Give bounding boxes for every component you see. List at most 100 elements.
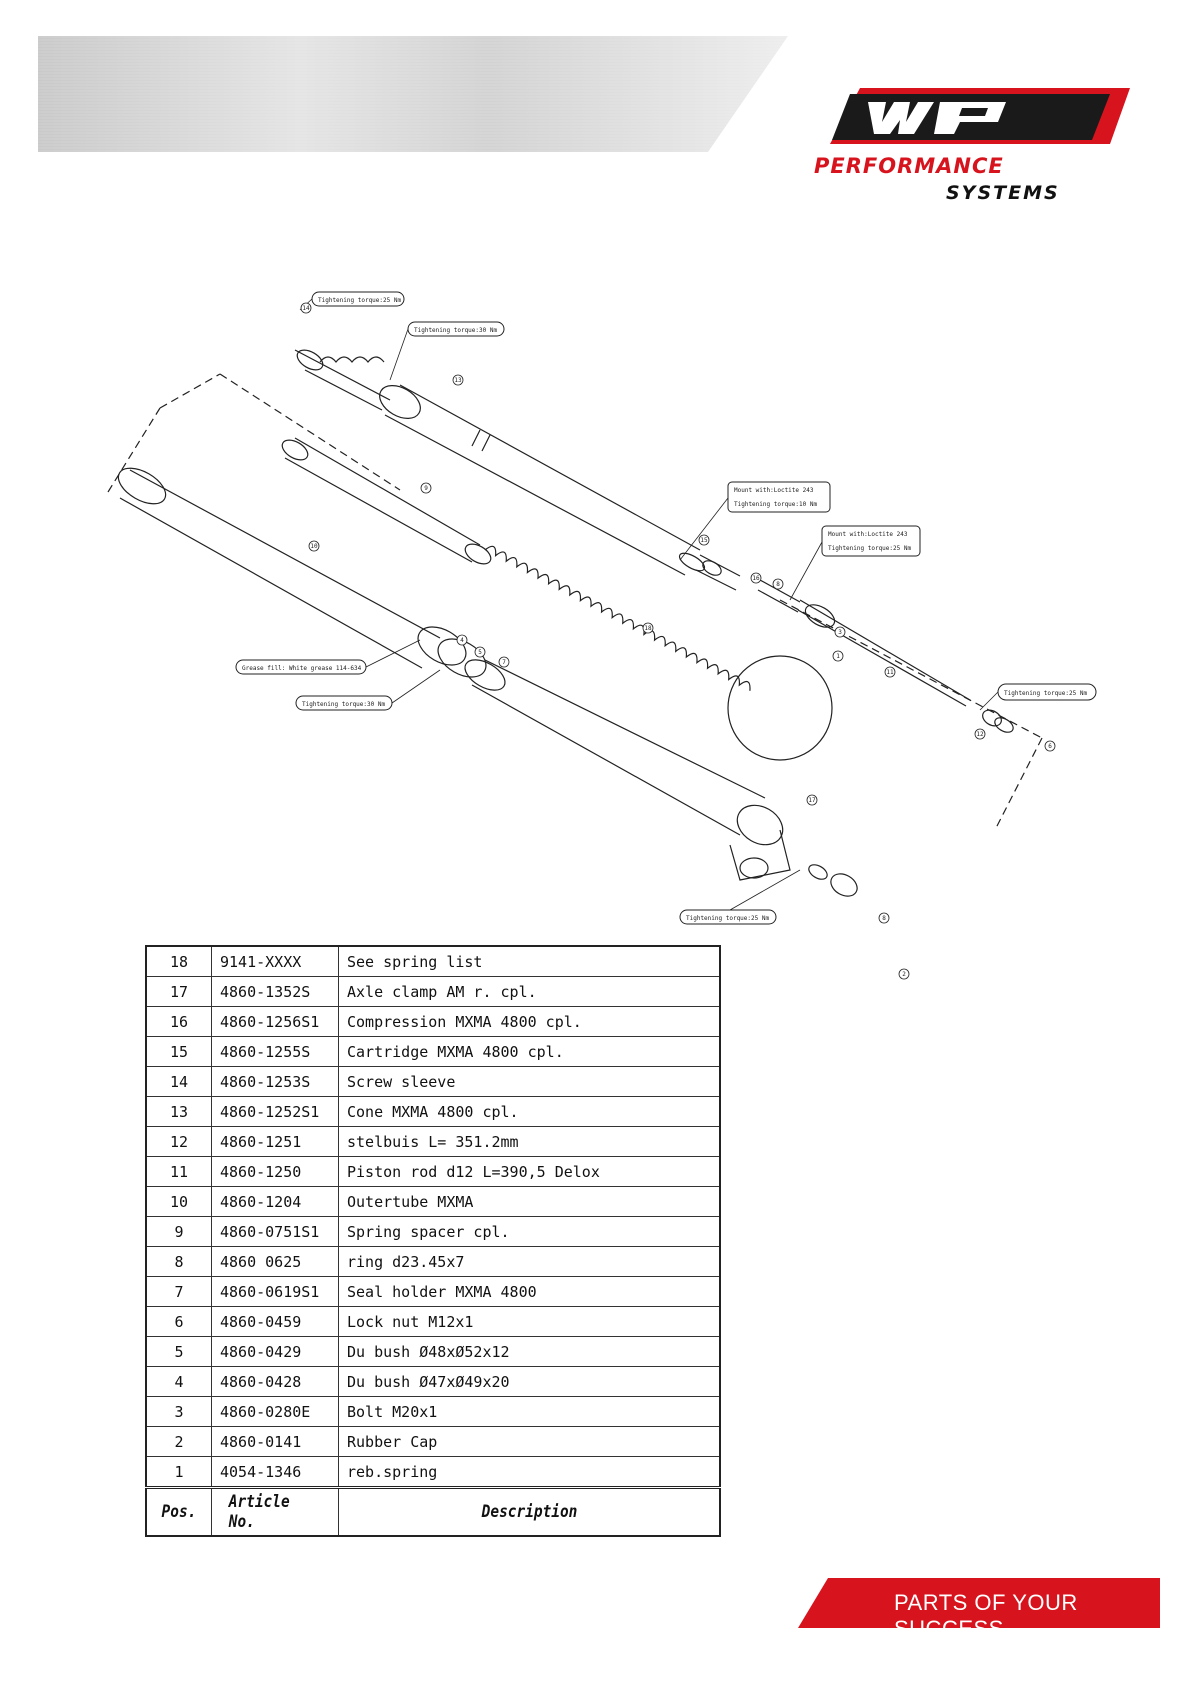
callout-lock: Tightening torque:25 Nm [1004, 690, 1087, 697]
part-top-cap [294, 349, 391, 411]
row-description: Du bush Ø48xØ52x12 [338, 1336, 721, 1367]
pos-label: 18 [644, 625, 652, 632]
row-pos: 10 [145, 1186, 212, 1217]
assembly-dashed-line [779, 599, 1043, 739]
row-description: Cartridge MXMA 4800 cpl. [338, 1036, 721, 1067]
pos-label: 14 [302, 305, 310, 312]
pos-label: 16 [752, 575, 760, 582]
footer-tagline-banner: PARTS OF YOUR SUCCESS [798, 1578, 1160, 1641]
pos-label: 9 [424, 485, 428, 492]
brand-systems: SYSTEMS [946, 182, 1060, 204]
row-pos: 9 [145, 1216, 212, 1247]
pos-label: 5 [478, 649, 482, 656]
row-pos: 13 [145, 1096, 212, 1127]
row-article: 4054-1346 [211, 1456, 339, 1488]
row-pos: 17 [145, 976, 212, 1007]
row-article: 4860-0280E [211, 1396, 339, 1427]
pos-label: 2 [902, 971, 906, 978]
part-lock-nut [994, 717, 1014, 733]
part-main-spring [484, 545, 833, 761]
row-description: Spring spacer cpl. [338, 1216, 721, 1247]
row-pos: 5 [145, 1336, 212, 1367]
part-outer-tube [117, 467, 441, 669]
callout-screw: Tightening torque:30 Nm [414, 327, 497, 334]
pos-label: 4 [460, 637, 464, 644]
row-article: 4860-0619S1 [211, 1276, 339, 1307]
part-seal-holder [417, 626, 487, 678]
row-pos: 14 [145, 1066, 212, 1097]
row-article: 4860-1253S [211, 1066, 339, 1097]
part-inner-tube [464, 659, 766, 836]
row-description: Cone MXMA 4800 cpl. [338, 1096, 721, 1127]
pos-label: 8 [882, 915, 886, 922]
callout-thread-a-torque: Tightening torque:10 Nm [734, 501, 817, 508]
row-article: 4860-0428 [211, 1366, 339, 1397]
pos-label: 1 [836, 653, 840, 660]
row-article: 4860-1251 [211, 1126, 339, 1157]
row-article: 4860-1250 [211, 1156, 339, 1187]
row-description: Compression MXMA 4800 cpl. [338, 1006, 721, 1037]
row-description: Axle clamp AM r. cpl. [338, 976, 721, 1007]
row-pos: 7 [145, 1276, 212, 1307]
table-header-row: Pos.Article No.Description [146, 1486, 720, 1537]
pos-label: 11 [886, 669, 894, 676]
row-article: 4860-1255S [211, 1036, 339, 1067]
row-description: Outertube MXMA [338, 1186, 721, 1217]
assembly-dashed-line [219, 373, 401, 491]
row-article: 4860-1352S [211, 976, 339, 1007]
row-article: 4860 0625 [211, 1246, 339, 1277]
row-description: reb.spring [338, 1456, 721, 1488]
brand-performance: PERFORMANCE [814, 154, 1004, 178]
row-pos: 15 [145, 1036, 212, 1067]
pos-label: 15 [700, 537, 708, 544]
callout-grease: Grease fill: White grease 114-634 [242, 665, 362, 672]
row-description: stelbuis L= 351.2mm [338, 1126, 721, 1157]
row-article: 4860-0751S1 [211, 1216, 339, 1247]
callout-seal: Tightening torque:30 Nm [302, 701, 385, 708]
row-article: 4860-1252S1 [211, 1096, 339, 1127]
part-spring-spacer [281, 437, 492, 565]
row-pos: 18 [145, 945, 212, 977]
row-description: Rubber Cap [338, 1426, 721, 1457]
callout-thread-b: Mount with:Loctite 243 [828, 531, 908, 538]
assembly-dashed-line [159, 373, 221, 409]
row-description: Seal holder MXMA 4800 [338, 1276, 721, 1307]
pos-label: 7 [502, 659, 506, 666]
row-article: 9141-XXXX [211, 945, 339, 977]
footer-tagline: PARTS OF YOUR SUCCESS [894, 1590, 1078, 1641]
assembly-dashed-line [107, 407, 161, 493]
row-article: 4860-1256S1 [211, 1006, 339, 1037]
row-pos: 6 [145, 1306, 212, 1337]
pos-label: 17 [808, 797, 816, 804]
row-description: Bolt M20x1 [338, 1396, 721, 1427]
part-bolt [808, 864, 858, 897]
callout-thread-b-torque: Tightening torque:25 Nm [828, 545, 911, 552]
wp-logo-mark [830, 88, 1130, 144]
wp-logo: PERFORMANCE SYSTEMS [810, 82, 1140, 207]
row-article: 4860-0141 [211, 1426, 339, 1457]
pos-label: 6 [1048, 743, 1052, 750]
row-pos: 16 [145, 1006, 212, 1037]
part-piston-rod [797, 599, 1002, 727]
header-pos: Pos. [150, 1486, 208, 1537]
row-description: Piston rod d12 L=390,5 Delox [338, 1156, 721, 1187]
pos-label: 3 [838, 629, 842, 636]
pos-label: 13 [454, 377, 462, 384]
row-pos: 3 [145, 1396, 212, 1427]
callout-axle: Tightening torque:25 Nm [686, 915, 769, 922]
callout-top-cap: Tightening torque:25 Nm [318, 297, 401, 304]
